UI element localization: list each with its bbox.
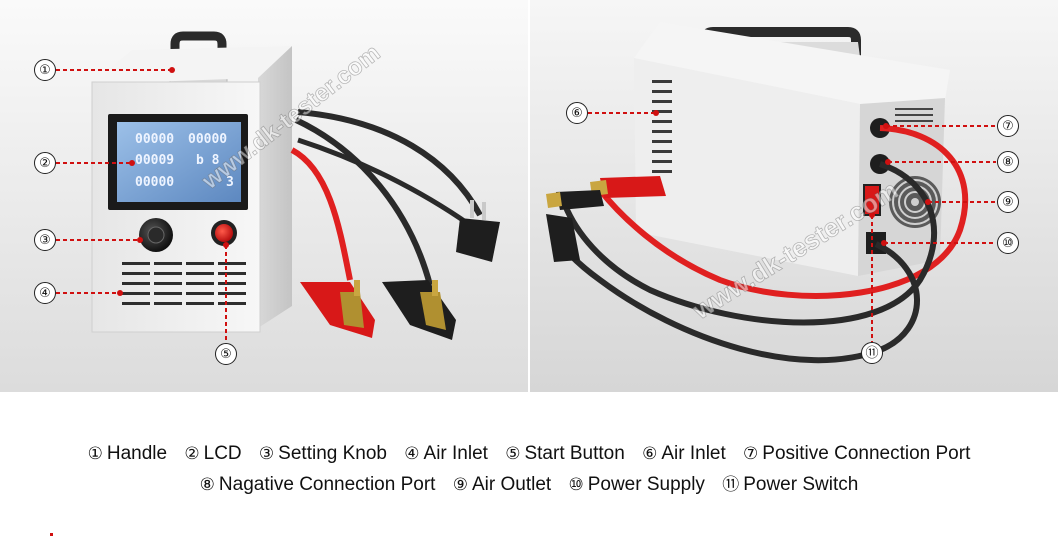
legend-number: ① <box>87 444 103 464</box>
legend-label: Nagative Connection Port <box>218 474 436 495</box>
power-cable <box>552 233 920 364</box>
lcd-value: 00000 <box>188 132 227 147</box>
legend-number: ⑤ <box>505 444 521 464</box>
power-plug <box>546 214 580 262</box>
red-clamp <box>590 176 666 198</box>
callout-9: ⑨ <box>997 191 1019 213</box>
black-clamp <box>546 190 604 210</box>
black-cable <box>294 117 433 286</box>
red-clamp <box>300 280 375 338</box>
legend-label: Setting Knob <box>278 443 387 464</box>
top-panel <box>92 46 292 84</box>
callout-1: ① <box>34 59 56 81</box>
air-inlet-grille <box>122 262 246 305</box>
front-view-unit: 00000 00000 00009 b 8 00000 3 <box>91 31 500 340</box>
lcd-value: 00000 <box>135 132 174 147</box>
air-inlet-vent <box>652 80 672 173</box>
side-panel <box>258 46 292 328</box>
plug-pin <box>482 202 486 220</box>
callout-3: ③ <box>34 229 56 251</box>
legend-number: ⑥ <box>642 444 658 464</box>
legend-number: ⑩ <box>568 475 584 495</box>
power-plug <box>456 218 500 262</box>
leader-lines <box>56 69 996 343</box>
legend-number: ② <box>184 444 200 464</box>
side-panel <box>634 58 860 276</box>
legend-label: Positive Connection Port <box>762 443 971 464</box>
callout-5: ⑤ <box>215 343 237 365</box>
legend-label: Power Supply <box>587 474 705 495</box>
power-cable <box>297 137 472 228</box>
legend-number: ⑪ <box>722 475 740 495</box>
callout-7: ⑦ <box>997 115 1019 137</box>
legend-number: ⑨ <box>452 475 468 495</box>
lcd-value: 00009 <box>135 153 174 168</box>
legend-number: ⑧ <box>199 475 215 495</box>
callout-11: ⑪ <box>861 342 883 364</box>
legend-label: Air Inlet <box>661 443 726 464</box>
rear-view-unit <box>546 22 969 364</box>
legend-label: LCD <box>203 443 242 464</box>
legend-label: Start Button <box>524 443 625 464</box>
callout-8: ⑧ <box>997 151 1019 173</box>
callout-4: ④ <box>34 282 56 304</box>
lcd-screen <box>117 122 241 202</box>
legend-number: ④ <box>404 444 420 464</box>
callout-2: ② <box>34 152 56 174</box>
lcd-value: 3 <box>226 175 234 190</box>
black-clamp <box>382 280 456 340</box>
legend-number: ③ <box>258 444 275 464</box>
top-panel <box>634 22 950 104</box>
callout-10: ⑩ <box>997 232 1019 254</box>
red-cable <box>290 147 353 281</box>
legend-label: Air Inlet <box>423 443 488 464</box>
knob-cap <box>147 226 165 244</box>
start-button <box>215 224 233 242</box>
handle <box>170 31 227 66</box>
rear-vent <box>895 108 933 122</box>
black-cable <box>562 161 938 326</box>
legend-label: Power Switch <box>743 474 859 495</box>
lcd-value: 00000 <box>135 175 174 190</box>
corner-mark <box>50 533 53 536</box>
legend-label: Handle <box>106 443 168 464</box>
lcd-value: b 8 <box>196 153 220 168</box>
callout-6: ⑥ <box>566 102 588 124</box>
leader-dots <box>117 67 931 296</box>
legend-number: ⑦ <box>743 444 759 464</box>
plug-pin <box>470 200 474 218</box>
legend-label: Air Outlet <box>471 474 552 495</box>
power-cable <box>297 109 483 217</box>
